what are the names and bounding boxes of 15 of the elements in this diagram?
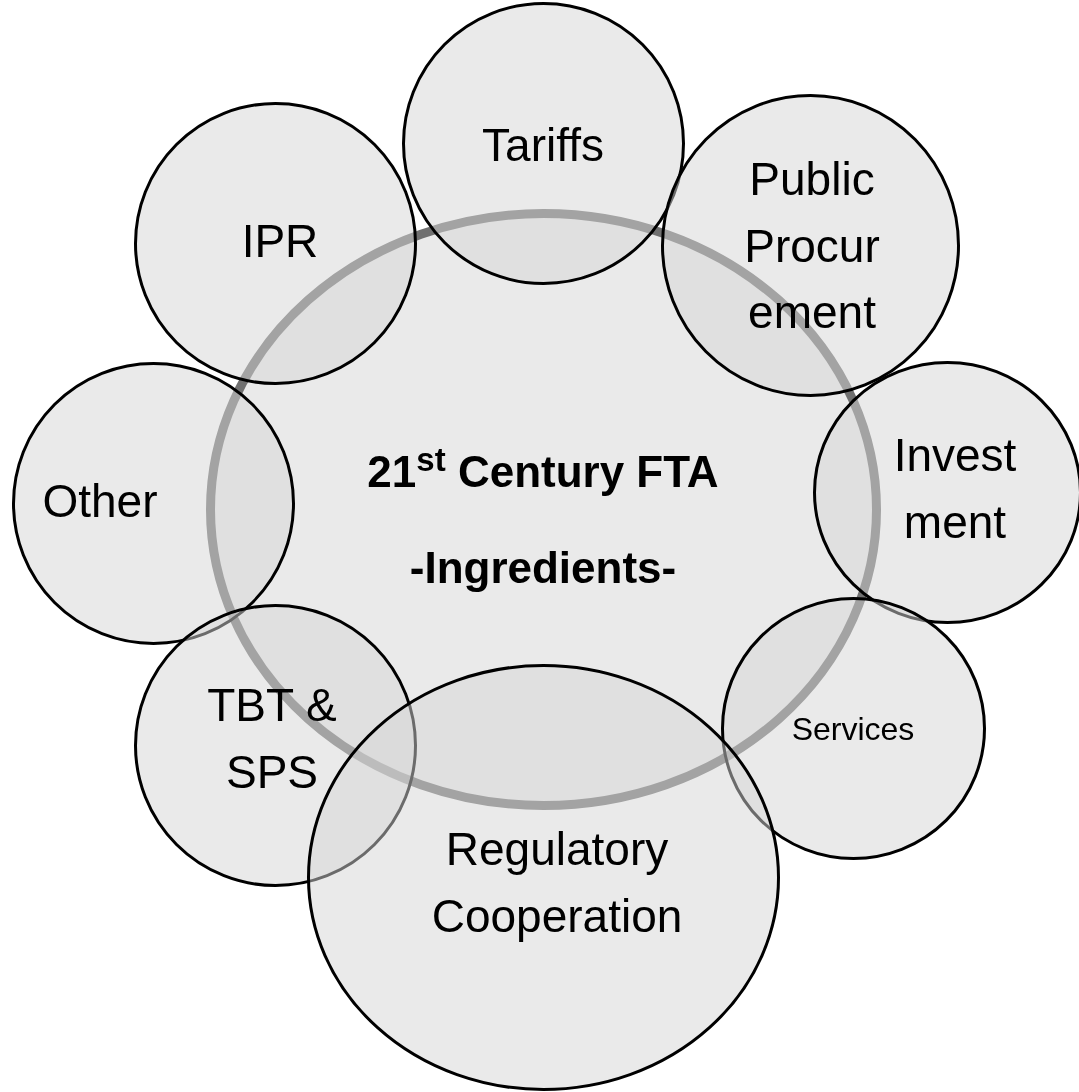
circle-label: TBT & SPS (206, 678, 338, 800)
circle-label: Tariffs (481, 118, 605, 173)
circle-label: Public Procur ement (743, 152, 881, 341)
circle (719, 595, 987, 861)
circle-label: Regulatory Cooperation (430, 822, 684, 944)
circle-label: Services (790, 710, 916, 749)
circle (10, 360, 296, 646)
circle-label: IPR (240, 214, 320, 269)
center-title: 21$^{st}$ Century FTA (366, 440, 720, 498)
circle (400, 0, 686, 286)
circle (132, 100, 418, 386)
circle-label: Invest ment (892, 428, 1018, 550)
center-title: -Ingredients- (408, 542, 678, 594)
circle-label: Other (41, 474, 159, 529)
circle (659, 92, 961, 398)
